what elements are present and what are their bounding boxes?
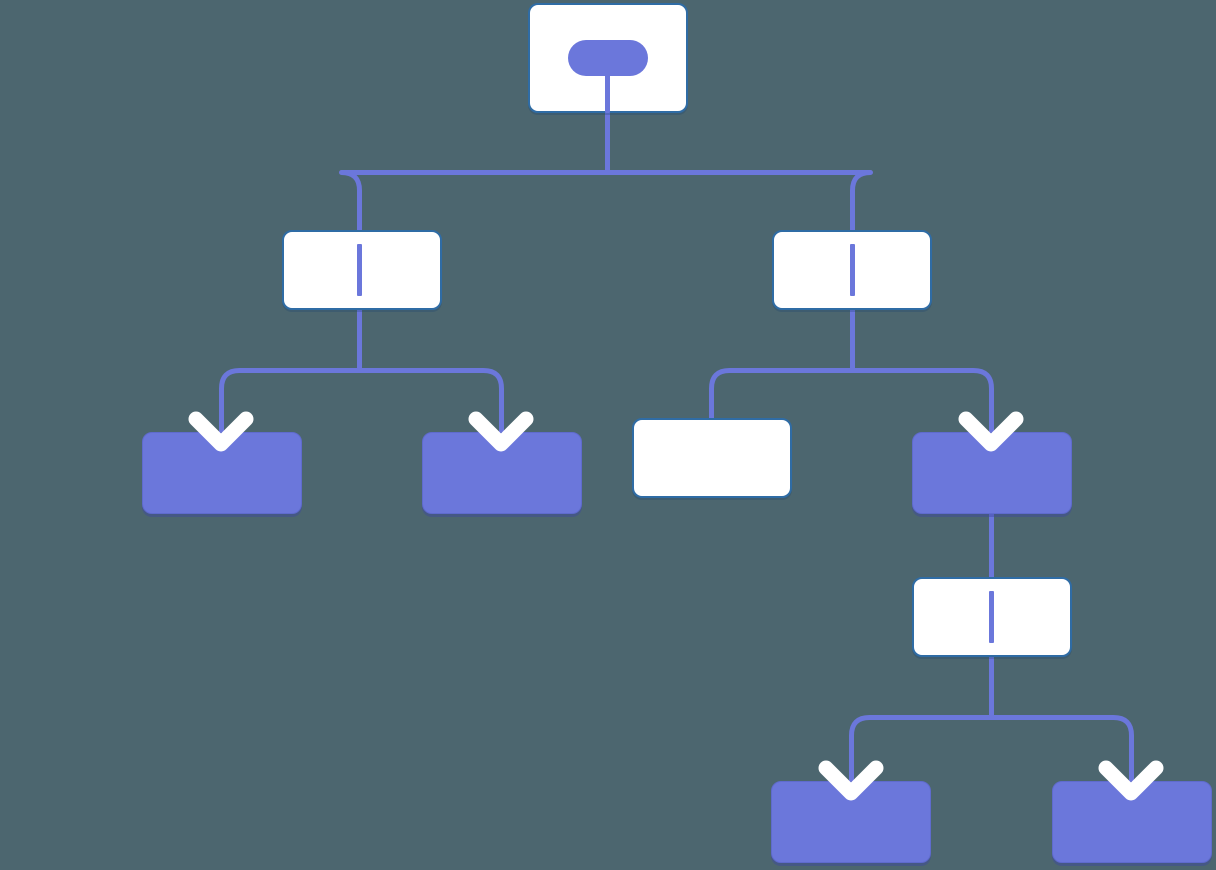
edge-n-r1-to-n-r2b [852,368,994,436]
edge-root-to-n-l1 [339,170,608,310]
edge-n-l1-to-n-l2a [219,368,360,436]
edge-n-l1-to-n-l2b [359,368,504,436]
node-level4-left[interactable] [771,781,931,863]
node-root-pill [568,40,648,76]
node-level3-right-through-line [989,591,994,643]
edge-n-r3-to-n-r4a [849,715,992,785]
node-level1-left[interactable] [282,230,442,310]
node-level1-right-through-line [850,244,855,296]
node-root-through-line [605,74,610,113]
node-level2-left-b[interactable] [422,432,582,514]
edge-root-to-n-r1 [607,170,873,310]
node-level2-right-a[interactable] [632,418,792,498]
edge-n-r3-to-n-r4b [991,715,1134,785]
edge-n-r1-to-n-r2a [709,368,853,418]
node-level4-right[interactable] [1052,781,1212,863]
node-level2-right-b[interactable] [912,432,1072,514]
node-level2-left-a[interactable] [142,432,302,514]
node-level1-left-through-line [357,244,362,296]
